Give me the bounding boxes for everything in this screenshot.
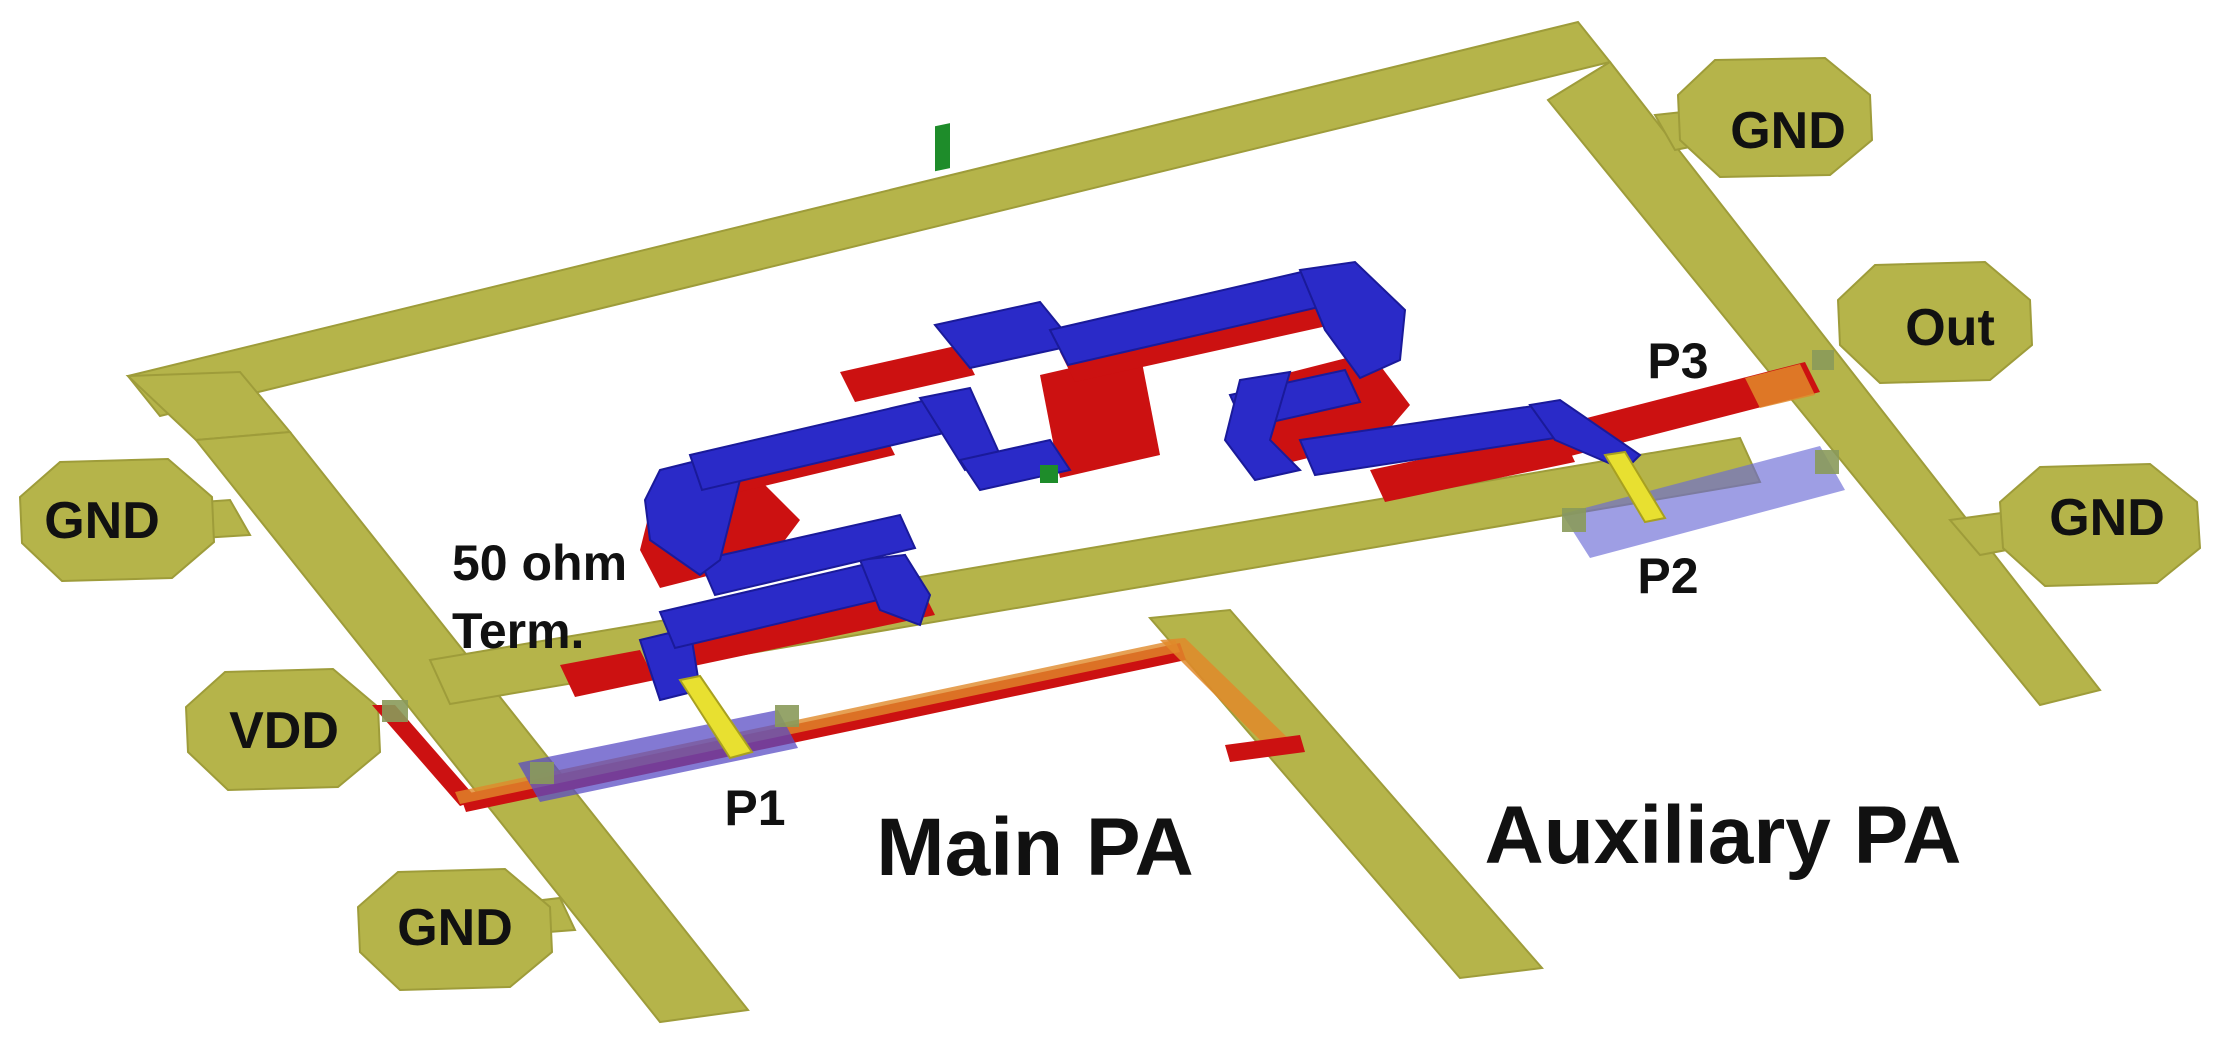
pad-vdd xyxy=(184,667,382,792)
vdd-feed-line xyxy=(372,705,478,806)
pad-gnd-right xyxy=(1998,462,2202,588)
port-p2-label: P2 xyxy=(1637,548,1698,604)
via-lower xyxy=(1040,465,1058,483)
output-line-overlap xyxy=(1745,364,1815,408)
contact-p1-left xyxy=(530,762,554,784)
overlap-aux xyxy=(1562,446,1845,558)
pad-gnd-bottom-left-label: GND xyxy=(397,899,513,957)
termination-label-line2: Term. xyxy=(452,603,584,659)
bias-end-stub xyxy=(1225,735,1305,762)
coupler-red-lower xyxy=(660,585,935,670)
main-pa-label: Main PA xyxy=(876,802,1193,893)
contact-pads xyxy=(382,350,1839,784)
contact-p2-left xyxy=(1562,508,1586,532)
probes xyxy=(678,450,1667,760)
coupler-blue-cross-c xyxy=(958,438,1072,492)
coupler-blue-left-upper xyxy=(688,396,950,492)
coupler-top-metal xyxy=(638,260,1642,702)
contact-p1-right xyxy=(775,705,799,727)
auxiliary-pa-label: Auxiliary PA xyxy=(1485,790,1962,881)
pad-gnd-left xyxy=(18,457,216,583)
port-p3-label: P3 xyxy=(1647,333,1708,389)
pad-gnd-left-label: GND xyxy=(44,492,160,550)
pad-vdd-label: VDD xyxy=(229,702,339,760)
coupler-red-term xyxy=(560,650,655,697)
coupler-blue-left-mid xyxy=(698,513,917,597)
ground-frame-left-leg xyxy=(194,430,750,1024)
probe-p2 xyxy=(1603,450,1667,524)
port-p1-label: P1 xyxy=(724,780,785,836)
pad-out xyxy=(1836,260,2034,385)
via-upper xyxy=(935,123,950,172)
pad-gnd-top-right-label: GND xyxy=(1730,102,1846,160)
coupler-blue-right-bend xyxy=(1298,260,1407,380)
coupler-red-center-b xyxy=(1040,352,1160,478)
contact-vdd xyxy=(382,700,408,722)
pad-out-label: Out xyxy=(1905,299,1995,357)
coupler-red-center-a xyxy=(840,345,975,402)
termination-label-line1: 50 ohm xyxy=(452,535,627,591)
coupler-blue-left-bend-bottom xyxy=(858,553,932,627)
contact-p2-right xyxy=(1815,450,1839,474)
probe-p1 xyxy=(678,674,754,760)
vias xyxy=(935,123,1058,483)
pad-gnd-right-label: GND xyxy=(2049,489,2165,547)
pads xyxy=(18,56,2202,992)
coupler-blue-right-loop xyxy=(1223,370,1302,482)
coupler-red-right-lower xyxy=(1370,430,1575,502)
pad-gnd-top-right xyxy=(1676,56,1874,179)
pad-gnd-bottom-left xyxy=(356,867,554,992)
bias-riser xyxy=(1160,638,1290,745)
ground-frame-right-leg xyxy=(1546,60,2102,707)
contact-out xyxy=(1812,350,1834,370)
